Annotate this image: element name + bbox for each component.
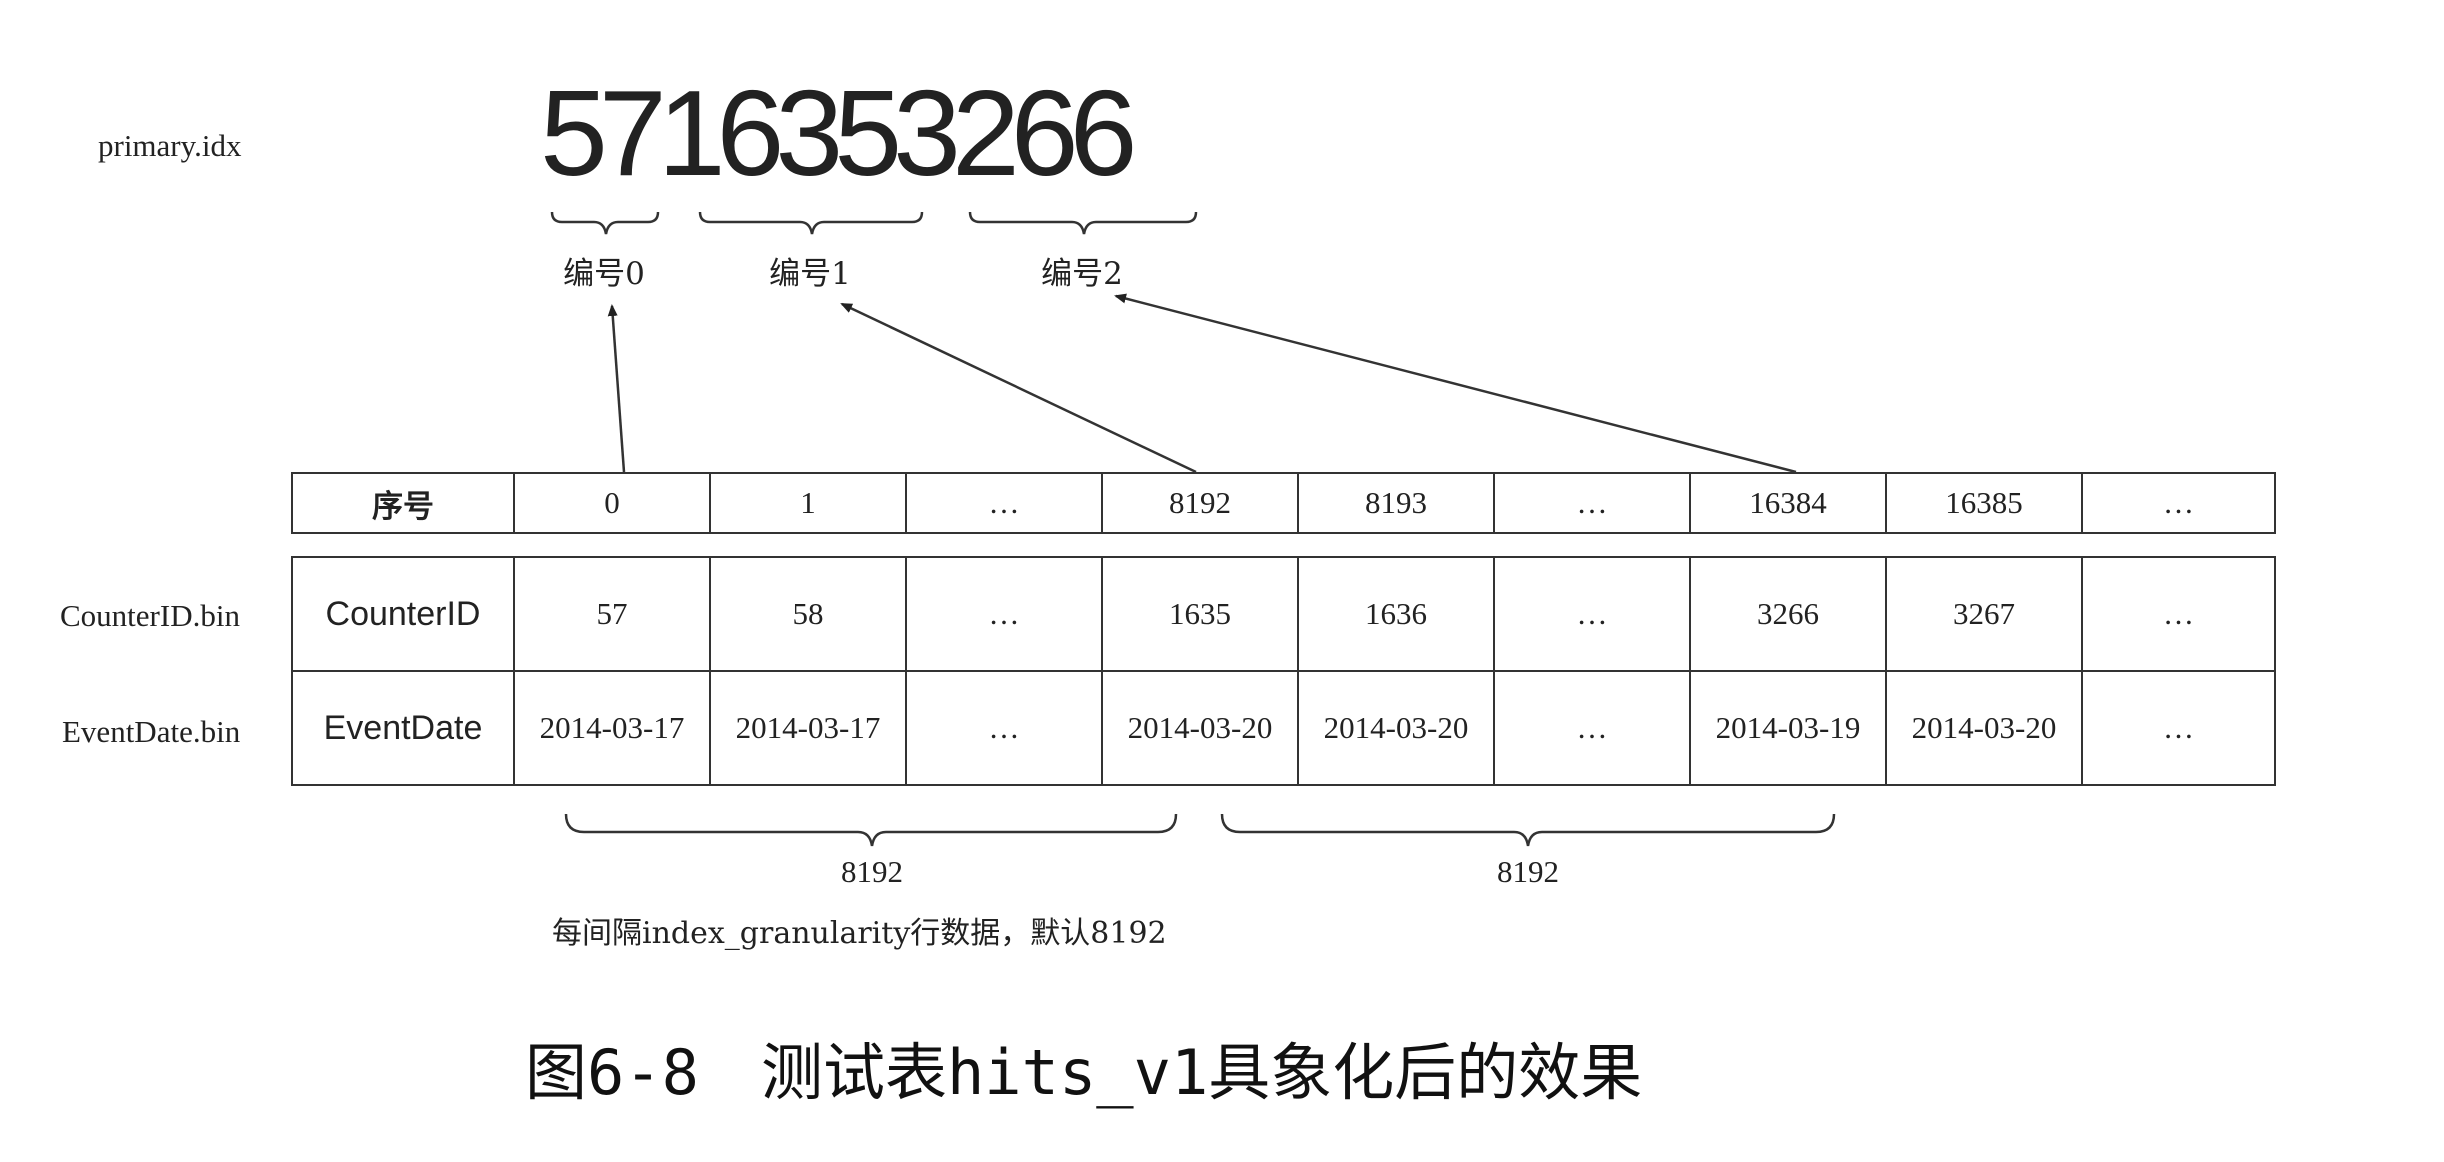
row-number-cell: 1 bbox=[709, 472, 907, 534]
value-cell: 2014-03-19 bbox=[1689, 670, 1887, 786]
value-cell: … bbox=[1493, 556, 1691, 672]
counterid-bin-label: CounterID.bin bbox=[60, 598, 240, 633]
value-cell: … bbox=[1493, 670, 1691, 786]
arrow-row-16384 bbox=[1114, 293, 1797, 474]
row-number-cell: … bbox=[1493, 472, 1691, 534]
mark-label-2: 编号2 bbox=[1041, 256, 1123, 292]
mark-brace-1 bbox=[698, 211, 924, 235]
column-name-cell: EventDate bbox=[291, 670, 515, 786]
row-number-header: 序号 bbox=[291, 472, 515, 534]
value-cell: 3267 bbox=[1885, 556, 2083, 672]
value-cell: … bbox=[905, 556, 1103, 672]
arrow-row-0 bbox=[607, 304, 626, 473]
row-number-table: 序号 0 1 … 8192 8193 … 16384 16385 … bbox=[291, 472, 2276, 534]
granularity-note: 每间隔index_granularity行数据，默认8192 bbox=[552, 916, 1167, 951]
row-number-cell: … bbox=[905, 472, 1103, 534]
row-number-cell: 16384 bbox=[1689, 472, 1887, 534]
row-number-cell: 8192 bbox=[1101, 472, 1299, 534]
value-cell: … bbox=[2081, 670, 2276, 786]
range-brace-1 bbox=[1220, 813, 1836, 847]
value-cell: 2014-03-17 bbox=[513, 670, 711, 786]
value-cell: … bbox=[2081, 556, 2276, 672]
mark-brace-2 bbox=[968, 211, 1198, 235]
primary-index-value: 5716353266 bbox=[540, 65, 1138, 201]
primary-idx-label: primary.idx bbox=[98, 128, 242, 163]
column-name-cell: CounterID bbox=[291, 556, 515, 672]
range-brace-0 bbox=[564, 813, 1178, 847]
row-number-cell: 0 bbox=[513, 472, 711, 534]
figure-caption: 图6-8 测试表hits_v1具象化后的效果 bbox=[525, 1036, 1643, 1109]
value-cell: 3266 bbox=[1689, 556, 1887, 672]
value-cell: 2014-03-17 bbox=[709, 670, 907, 786]
column-data-table: CounterID 57 58 … 1635 1636 … 3266 3267 … bbox=[291, 556, 2276, 786]
value-cell: 2014-03-20 bbox=[1885, 670, 2083, 786]
mark-label-1: 编号1 bbox=[769, 256, 851, 292]
mark-label-0: 编号0 bbox=[563, 256, 645, 292]
value-cell: 58 bbox=[709, 556, 907, 672]
range-label-0: 8192 bbox=[841, 854, 903, 889]
table-row-counterid: CounterID 57 58 … 1635 1636 … 3266 3267 … bbox=[291, 556, 2276, 672]
value-cell: 57 bbox=[513, 556, 711, 672]
mark-brace-0 bbox=[550, 211, 660, 235]
value-cell: 1635 bbox=[1101, 556, 1299, 672]
value-cell: … bbox=[905, 670, 1103, 786]
table-row-eventdate: EventDate 2014-03-17 2014-03-17 … 2014-0… bbox=[291, 670, 2276, 786]
range-label-1: 8192 bbox=[1497, 854, 1559, 889]
value-cell: 1636 bbox=[1297, 556, 1495, 672]
eventdate-bin-label: EventDate.bin bbox=[62, 714, 241, 749]
row-number-cell: 8193 bbox=[1297, 472, 1495, 534]
row-number-cell: 16385 bbox=[1885, 472, 2083, 534]
arrow-row-8192 bbox=[840, 302, 1197, 474]
value-cell: 2014-03-20 bbox=[1101, 670, 1299, 786]
value-cell: 2014-03-20 bbox=[1297, 670, 1495, 786]
row-number-cell: … bbox=[2081, 472, 2276, 534]
